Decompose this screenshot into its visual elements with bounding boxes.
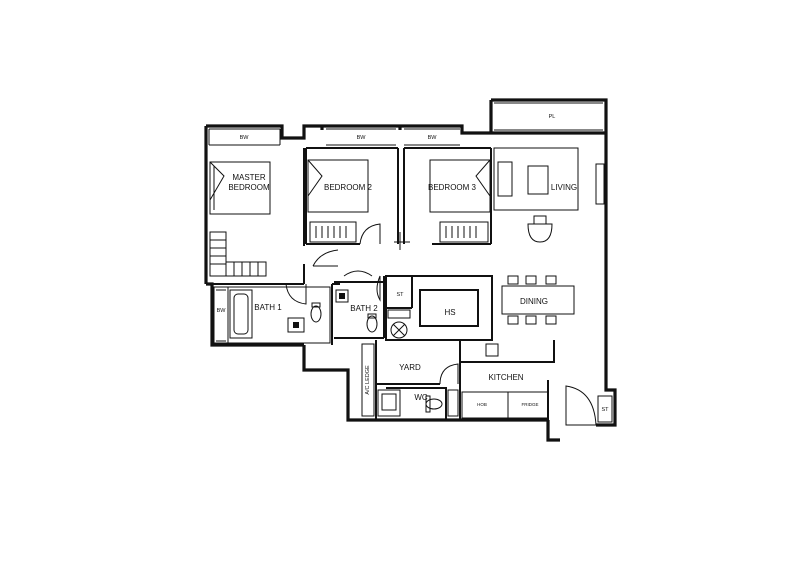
- exterior-walls: [204, 98, 617, 442]
- bay-windows: [208, 102, 603, 342]
- yard-label: YARD: [399, 363, 421, 372]
- entrance-store-label: ST: [601, 407, 609, 413]
- bedroom3-label: BEDROOM 3: [428, 183, 477, 192]
- hob-label: HOB: [477, 402, 487, 407]
- dining-label: DINING: [520, 297, 548, 306]
- bw-bedroom2-label: BW: [357, 135, 367, 141]
- bath2-label: BATH 2: [350, 304, 378, 313]
- bedroom2-bed: [307, 159, 369, 243]
- bw-master-label: BW: [240, 135, 250, 141]
- living-label: LIVING: [551, 183, 577, 192]
- dining-set: [501, 275, 575, 325]
- wc-label: WC: [414, 393, 428, 402]
- kitchen-label: KITCHEN: [488, 373, 523, 382]
- bw-bedroom3-label: BW: [428, 135, 438, 141]
- master-bedroom-label-line1: MASTER: [232, 173, 266, 182]
- pl-label: PL: [549, 114, 556, 120]
- hs-label: HS: [444, 308, 455, 317]
- bath-fixtures: [229, 289, 378, 339]
- bedroom3-bed: [429, 159, 491, 243]
- utility-fixtures: [361, 309, 613, 423]
- master-bed: [209, 161, 271, 277]
- store-label: ST: [396, 292, 404, 298]
- fridge-label: FRIDGE: [521, 402, 538, 407]
- room-labels: MASTER BEDROOM BEDROOM 2 BEDROOM 3 LIVIN…: [228, 173, 577, 402]
- bath1-label: BATH 1: [254, 303, 282, 312]
- bedroom2-label: BEDROOM 2: [324, 183, 373, 192]
- master-bedroom-label-line2: BEDROOM: [228, 183, 270, 192]
- door-swings: [285, 223, 597, 426]
- bw-bath1-label: BW: [217, 308, 227, 314]
- feature-labels: BW BW BW BW PL ST ST HOB FRIDGE: [217, 114, 610, 413]
- living-furniture: [493, 147, 605, 243]
- ac-ledge-label: A/C LEDGE: [365, 365, 371, 395]
